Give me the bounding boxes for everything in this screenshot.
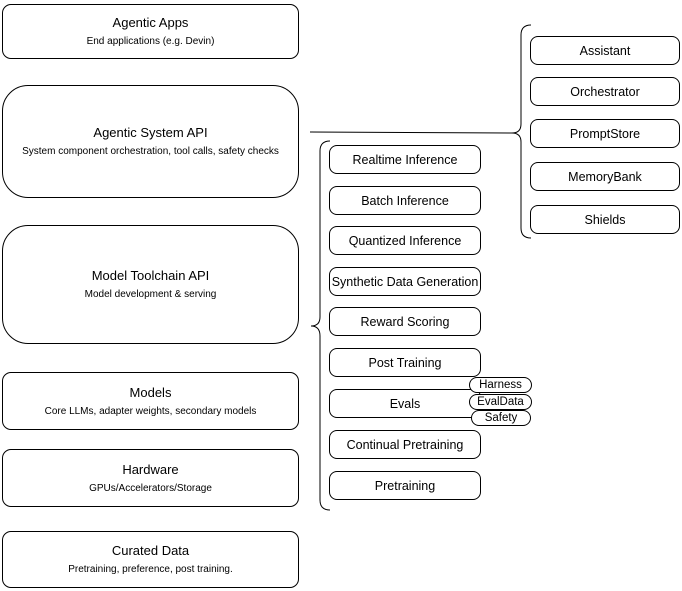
node-title: Curated Data	[111, 543, 190, 558]
node-title: Agentic System API	[93, 125, 208, 140]
component-memorybank: MemoryBank	[530, 162, 680, 191]
node-model-toolchain-api: Model Toolchain API Model development & …	[2, 225, 299, 344]
node-title: Model Toolchain API	[91, 268, 210, 283]
system-api-components-connector	[309, 131, 513, 134]
component-assistant: Assistant	[530, 36, 680, 65]
eval-tag-harness: Harness	[469, 377, 532, 393]
toolchain-bracket	[310, 140, 331, 511]
node-curated-data: Curated Data Pretraining, preference, po…	[2, 531, 299, 588]
node-subtitle: System component orchestration, tool cal…	[22, 146, 279, 157]
toolchain-item-realtime-inference: Realtime Inference	[329, 145, 481, 174]
toolchain-item-batch-inference: Batch Inference	[329, 186, 481, 215]
eval-tag-evaldata: EvalData	[469, 394, 532, 410]
toolchain-item-quantized-inference: Quantized Inference	[329, 226, 481, 255]
components-bracket	[511, 24, 532, 239]
node-title: Agentic Apps	[112, 15, 189, 30]
node-agentic-system-api: Agentic System API System component orch…	[2, 85, 299, 198]
component-promptstore: PromptStore	[530, 119, 680, 148]
node-models: Models Core LLMs, adapter weights, secon…	[2, 372, 299, 430]
toolchain-item-reward-scoring: Reward Scoring	[329, 307, 481, 336]
node-subtitle: End applications (e.g. Devin)	[86, 36, 215, 47]
node-subtitle: GPUs/Accelerators/Storage	[89, 482, 212, 494]
toolchain-item-continual-pretraining: Continual Pretraining	[329, 430, 481, 459]
component-shields: Shields	[530, 205, 680, 234]
node-subtitle: Core LLMs, adapter weights, secondary mo…	[44, 405, 257, 417]
node-title: Hardware	[122, 461, 179, 477]
node-subtitle: Pretraining, preference, post training.	[68, 564, 233, 575]
toolchain-item-pretraining: Pretraining	[329, 471, 481, 500]
node-subtitle: Model development & serving	[84, 289, 217, 300]
eval-tag-safety: Safety	[471, 410, 531, 426]
node-agentic-apps: Agentic Apps End applications (e.g. Devi…	[2, 4, 299, 59]
toolchain-item-post-training: Post Training	[329, 348, 481, 377]
node-title: Models	[129, 384, 172, 400]
node-hardware: Hardware GPUs/Accelerators/Storage	[2, 449, 299, 507]
component-orchestrator: Orchestrator	[530, 77, 680, 106]
toolchain-item-synthetic-data-generation: Synthetic Data Generation	[329, 267, 481, 296]
toolchain-item-evals: Evals	[329, 389, 481, 418]
